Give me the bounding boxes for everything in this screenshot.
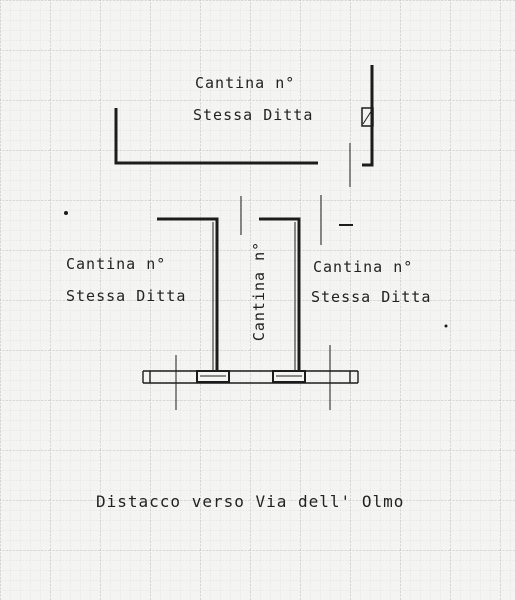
ink-speck <box>444 324 448 328</box>
left-cellar-label-line1: Cantina n° <box>66 255 167 273</box>
top-cellar-label-line2: Stessa Ditta <box>193 106 314 124</box>
left-cellar-label-line2: Stessa Ditta <box>66 287 187 305</box>
bottom-wall <box>142 370 359 384</box>
door-jamb-hatch <box>362 109 373 125</box>
right-cellar-label-line2: Stessa Ditta <box>311 288 432 306</box>
top-cellar-walls <box>114 65 374 167</box>
corridor-walls <box>157 217 301 375</box>
top-cellar-label-line1: Cantina n° <box>195 74 296 92</box>
middle-cellar-label: Cantina n° <box>250 240 268 342</box>
street-distance-caption: Distacco verso Via dell' Olmo <box>96 492 405 511</box>
ink-speck <box>64 211 68 215</box>
right-cellar-label-line1: Cantina n° <box>313 258 414 276</box>
door-jamb-marker <box>361 107 374 127</box>
